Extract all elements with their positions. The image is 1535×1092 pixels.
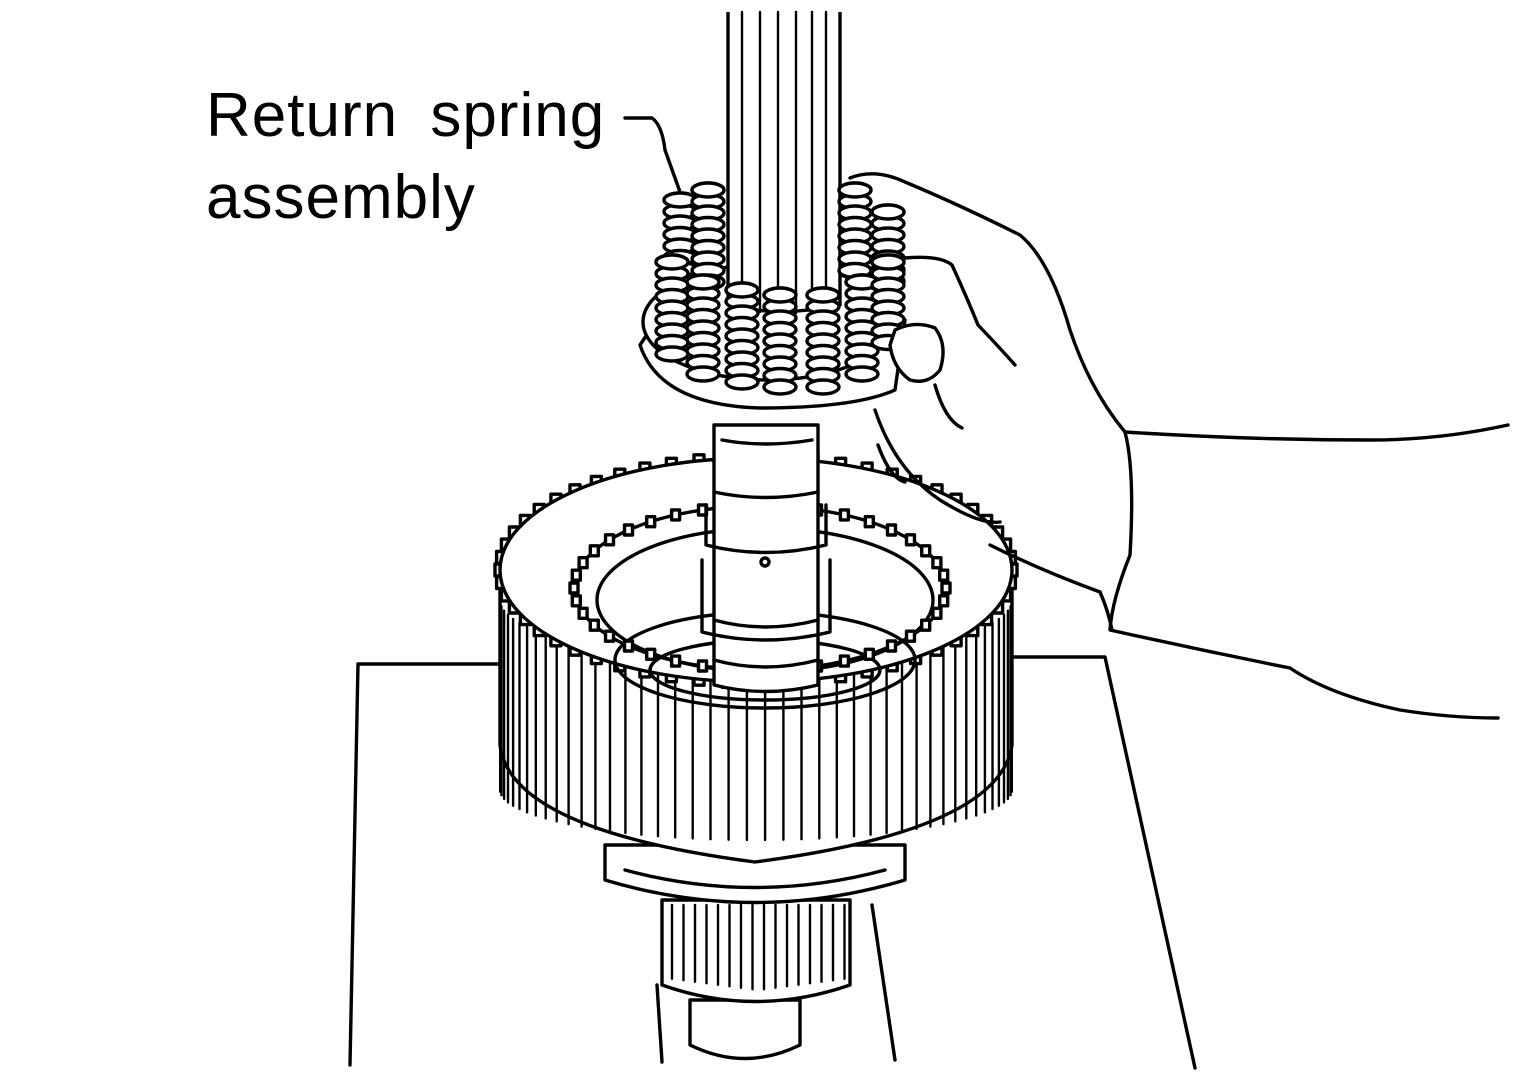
callout-leader-line [623, 116, 682, 194]
workbench [348, 655, 1197, 1070]
inner-tooth [920, 544, 932, 558]
return-spring [654, 253, 690, 363]
inner-tooth [603, 629, 616, 643]
inner-tooth [603, 533, 616, 547]
return-springs [654, 181, 906, 396]
inner-tooth [838, 654, 851, 668]
spring-coil [762, 378, 798, 396]
return-spring [870, 253, 906, 352]
spring-coil [685, 273, 721, 291]
spring-coil [870, 203, 906, 221]
inner-tooth [645, 515, 657, 529]
inner-tooth [568, 581, 580, 595]
inner-tooth [904, 533, 917, 547]
inner-tooth [885, 639, 898, 653]
lower-hub-stack [603, 843, 907, 1061]
return-spring [837, 181, 873, 280]
spring-coil [724, 281, 760, 299]
inner-tooth [885, 523, 898, 537]
inner-tooth [904, 629, 917, 643]
inner-tooth [669, 508, 682, 522]
spring-coil [870, 253, 906, 271]
compressor-tool-rod [726, 10, 842, 316]
inner-tooth [588, 544, 600, 558]
inner-tooth [940, 581, 952, 595]
return-spring [762, 286, 798, 396]
inner-tooth [838, 508, 851, 522]
spring-coil [805, 378, 841, 396]
inner-tooth [622, 639, 635, 653]
inner-tooth [938, 568, 950, 582]
center-shaft [700, 423, 832, 694]
inner-tooth [588, 618, 600, 632]
inner-tooth [863, 515, 875, 529]
callout-label-line1: Return spring [206, 81, 606, 150]
callout-label-line2: assembly [206, 163, 476, 232]
return-spring [690, 181, 726, 291]
inner-tooth [931, 606, 943, 620]
return-spring [724, 281, 760, 391]
spring-coil [690, 181, 726, 199]
inner-tooth [669, 654, 682, 668]
spring-coil [805, 286, 841, 304]
inner-tooth [938, 594, 950, 608]
inner-tooth [570, 594, 582, 608]
spring-coil [685, 365, 721, 383]
inner-tooth [863, 647, 875, 661]
spring-coil [837, 181, 873, 199]
inner-tooth [920, 618, 932, 632]
spring-coil [844, 365, 880, 383]
inner-tooth [577, 606, 589, 620]
inner-tooth [622, 523, 635, 537]
return-spring [805, 286, 841, 396]
inner-tooth [645, 647, 657, 661]
hand [848, 172, 1510, 720]
spring-coil [762, 286, 798, 304]
return-spring [844, 273, 880, 383]
inner-tooth [931, 556, 943, 570]
inner-tooth [570, 568, 582, 582]
spring-coil [654, 253, 690, 271]
spring-coil [654, 345, 690, 363]
spring-coil [724, 373, 760, 391]
inner-tooth [696, 659, 709, 673]
inner-tooth [577, 556, 589, 570]
return-spring [685, 273, 721, 383]
